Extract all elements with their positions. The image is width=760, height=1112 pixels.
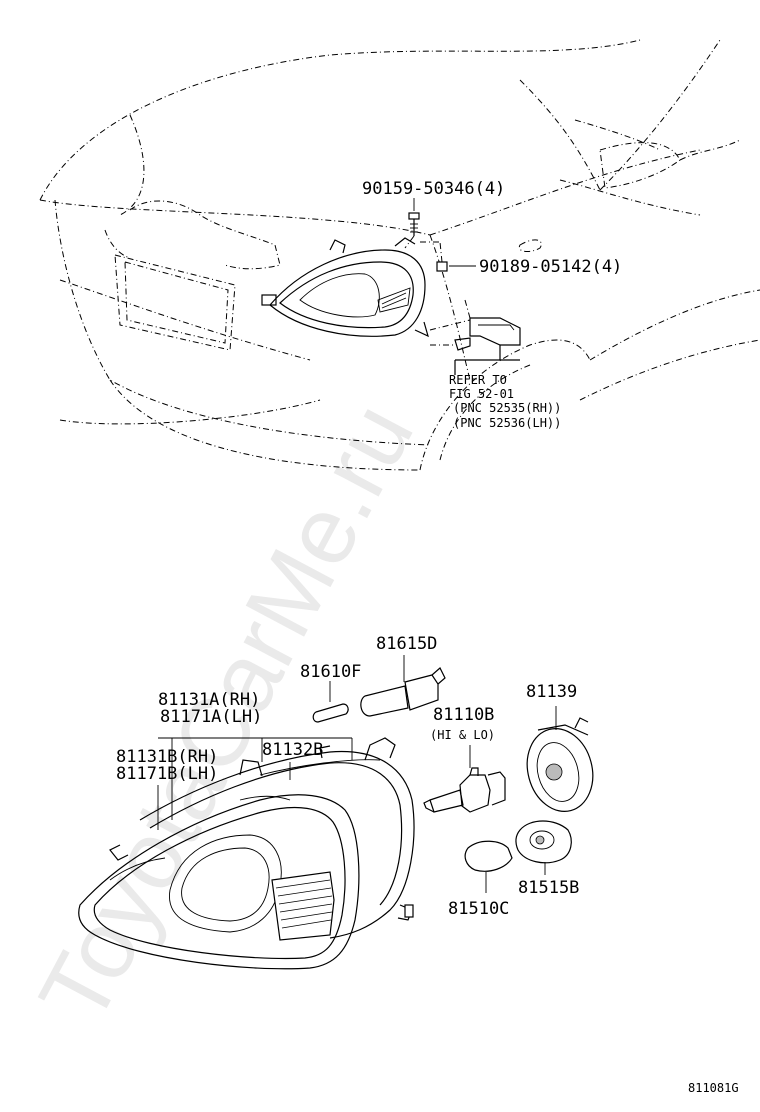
refer-line-3: (PNC 52535(RH)) (453, 401, 561, 415)
car-front-outline (39, 39, 760, 471)
label-bolt: 90159-50346(4) (362, 179, 505, 199)
label-81610F: 81610F (300, 662, 361, 682)
turn-bulb (464, 840, 513, 893)
label-81515B: 81515B (518, 878, 579, 898)
bulb-icon (312, 681, 349, 723)
headlamp-on-car (261, 237, 429, 338)
label-81615D: 81615D (376, 634, 437, 654)
headlamp-assembly (78, 737, 415, 970)
socket-icon (360, 655, 446, 717)
label-81131A: 81131A(RH) (158, 690, 260, 710)
refer-line-2: FIG 52-01 (449, 387, 514, 401)
refer-line-1: REFER TO (449, 373, 507, 387)
turn-socket (515, 820, 572, 875)
label-81110B-note: (HI & LO) (430, 728, 495, 742)
label-81510C: 81510C (448, 899, 509, 919)
label-nut: 90189-05142(4) (479, 257, 622, 277)
halogen-bulb (423, 745, 506, 813)
bolt-icon (404, 212, 420, 249)
label-81171B: 81171B(LH) (116, 764, 218, 784)
refer-line-4: (PNC 52536(LH)) (453, 416, 561, 430)
bracket-icon (429, 299, 521, 375)
label-81139: 81139 (526, 682, 577, 702)
label-81132B: 81132B (262, 740, 323, 760)
nut-icon (420, 241, 448, 272)
figure-code: 811081G (688, 1081, 739, 1095)
label-81110B: 81110B (433, 705, 494, 725)
label-81131B: 81131B(RH) (116, 747, 218, 767)
label-81171A: 81171A(LH) (160, 707, 262, 727)
socket-cover (526, 706, 594, 813)
